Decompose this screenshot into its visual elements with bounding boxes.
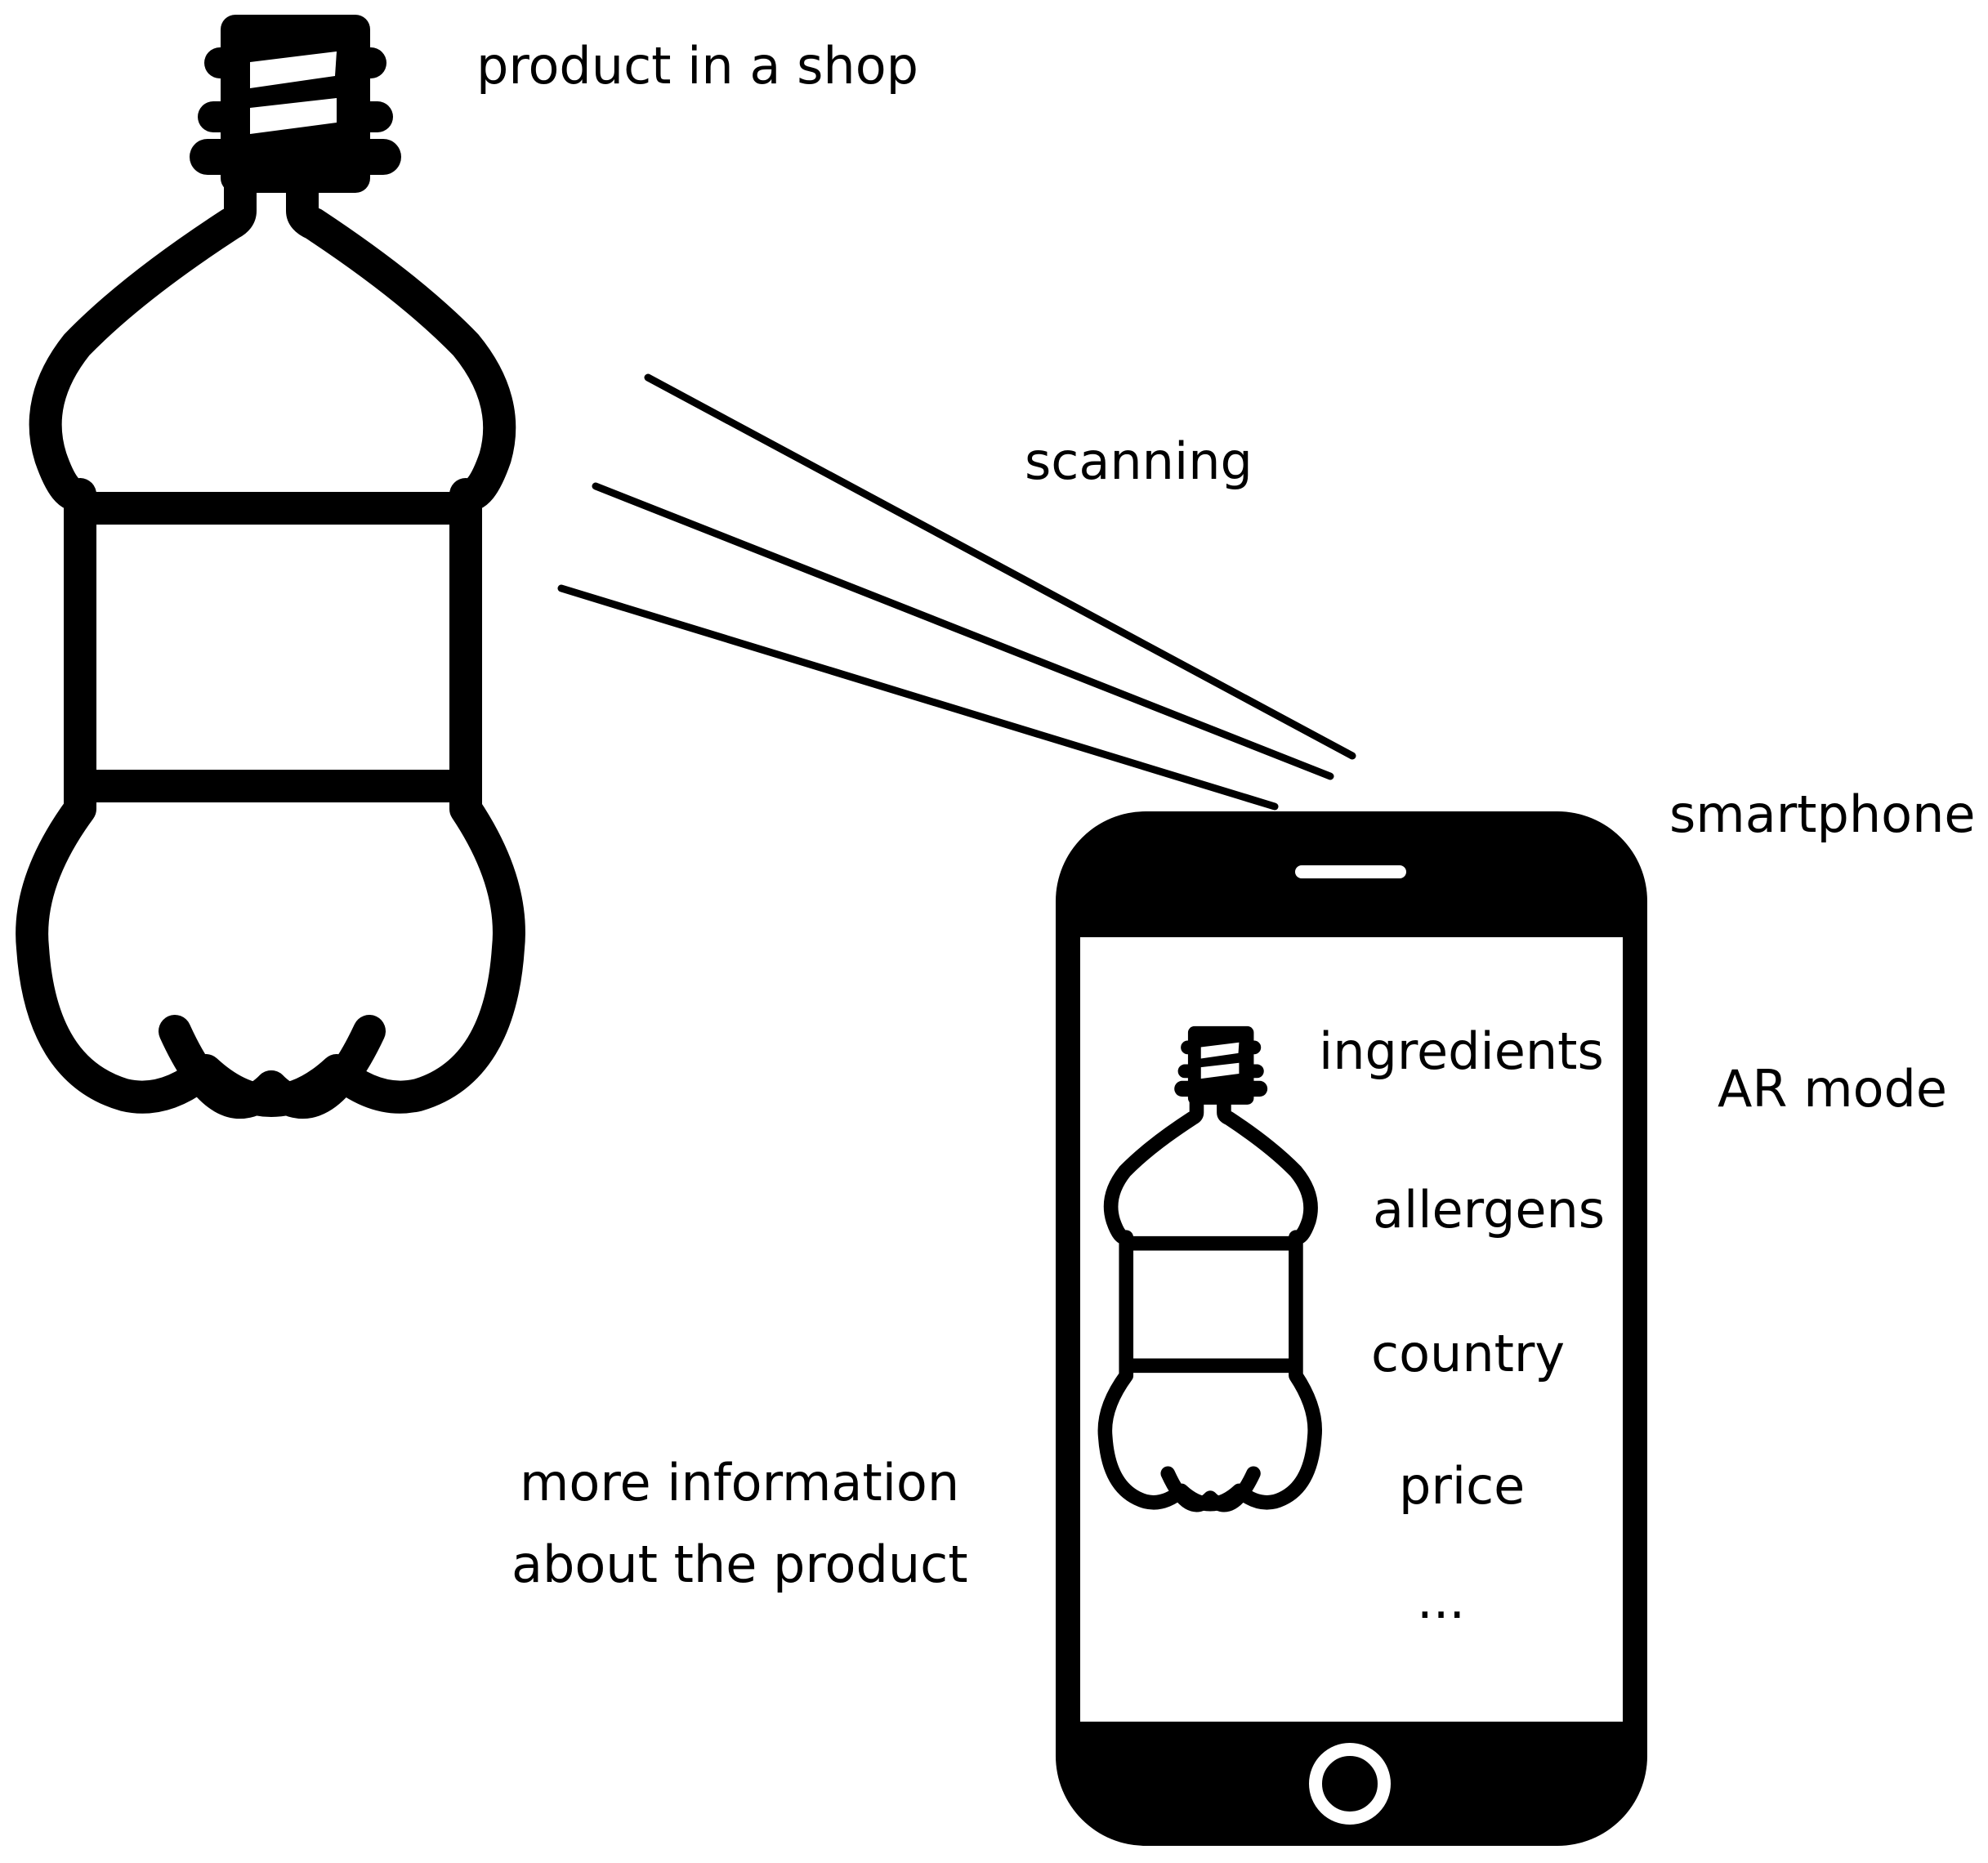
info-item-price: price [1399, 1456, 1525, 1516]
smartphone-label: smartphone [1669, 784, 1976, 844]
info-item-ingredients: ingredients [1319, 1021, 1604, 1081]
scan-rays [557, 373, 1356, 811]
home-button-icon[interactable] [1309, 1743, 1391, 1825]
more-info-label-line2: about the product [512, 1535, 968, 1594]
scan-ray-3 [557, 584, 1279, 811]
speaker-slot-icon [1295, 865, 1406, 878]
info-item-country: country [1371, 1324, 1565, 1383]
product-bottle-icon [32, 15, 509, 1102]
scan-ray-2 [592, 482, 1334, 780]
more-info-label-line1: more information [520, 1453, 959, 1512]
ar-mode-label: AR mode [1718, 1059, 1947, 1119]
phone-screen [1080, 937, 1623, 1722]
product-label: product in a shop [476, 36, 918, 96]
info-item-allergens: allergens [1373, 1180, 1605, 1240]
scanning-label: scanning [1025, 431, 1253, 491]
screen-info-list: ingredients allergens country price ... [1319, 1021, 1605, 1630]
info-item-more: ... [1417, 1570, 1465, 1630]
scan-ray-1 [644, 373, 1356, 760]
